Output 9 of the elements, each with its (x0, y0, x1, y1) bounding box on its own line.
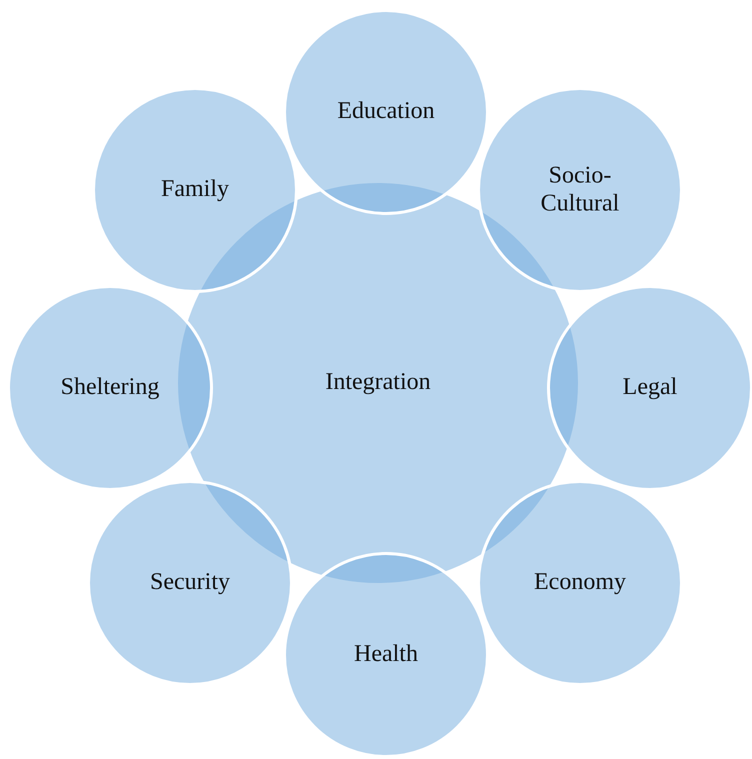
circle-label: Sheltering (60, 374, 160, 402)
circle-label: Education (337, 98, 435, 126)
circle-label: Health (354, 641, 418, 669)
circle-label: Security (150, 569, 230, 597)
circle-label: Legal (622, 374, 678, 402)
circle-label: Socio-Cultural (540, 162, 620, 218)
circle-label: Family (160, 176, 229, 204)
circle-label: Economy (534, 569, 626, 597)
circle-label: Integration (325, 369, 431, 397)
